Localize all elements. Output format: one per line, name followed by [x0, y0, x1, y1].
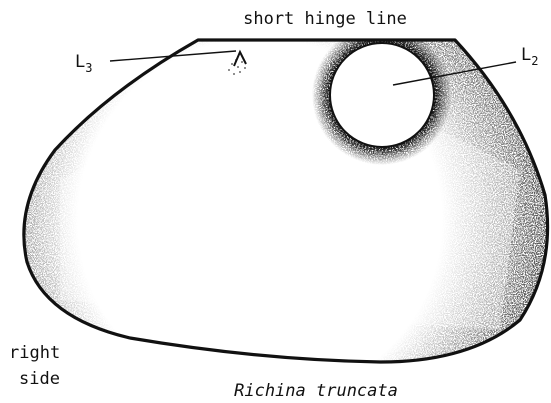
- l2-label: L2: [521, 45, 538, 68]
- right-side-label-line2: side: [19, 369, 60, 389]
- right-side-label-line1: right: [9, 343, 60, 363]
- hinge-line-label: short hinge line: [243, 9, 407, 29]
- l3-label: L3: [75, 52, 92, 75]
- adductor-scar-large: [330, 43, 434, 147]
- species-caption: Richina truncata: [234, 381, 398, 401]
